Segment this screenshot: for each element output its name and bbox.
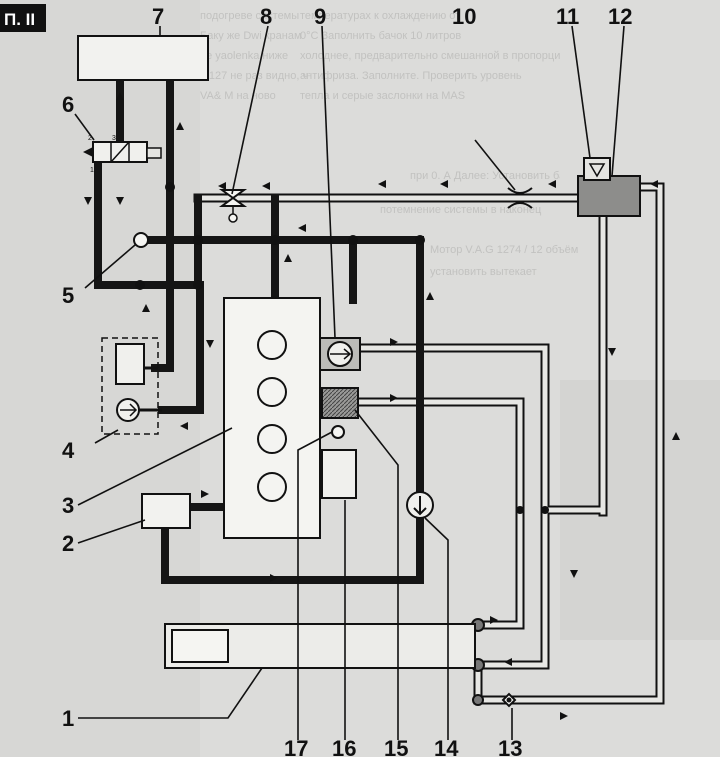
callout-1: 1 bbox=[62, 706, 74, 731]
expansion-tank bbox=[577, 157, 641, 217]
flow-arrow-icon bbox=[142, 304, 150, 312]
pump-direction-icon bbox=[413, 496, 427, 516]
callout-10: 10 bbox=[452, 4, 476, 29]
background-text-line: в 127 не раз видно, что bbox=[200, 70, 310, 82]
flow-arrow-icon bbox=[201, 490, 209, 498]
cylinder-2 bbox=[257, 377, 287, 407]
coolant-junction-valve bbox=[133, 232, 149, 248]
callout-5: 5 bbox=[62, 283, 74, 308]
flow-arrow-icon bbox=[490, 616, 498, 624]
figure-label-box bbox=[0, 4, 46, 32]
flow-arrow-icon bbox=[672, 432, 680, 440]
flow-arrow-icon bbox=[426, 292, 434, 300]
flow-arrow-icon bbox=[378, 180, 386, 188]
background-text-line: антифриза. Заполните. Проверить уровень bbox=[300, 70, 522, 82]
callout-17: 17 bbox=[284, 736, 308, 757]
cylinder-3 bbox=[257, 424, 287, 454]
flow-arrow-icon bbox=[390, 394, 398, 402]
figure-label: П. II bbox=[4, 10, 35, 29]
callout-8: 8 bbox=[260, 4, 272, 29]
callout-13: 13 bbox=[498, 736, 522, 757]
radiator bbox=[164, 623, 476, 669]
auxiliary-pump-group bbox=[101, 337, 162, 435]
callout-2: 2 bbox=[62, 531, 74, 556]
background-text-line: VA& M на ново bbox=[200, 90, 276, 102]
background-text-line: Мотор V.A.G 1274 / 12 объём bbox=[430, 244, 579, 256]
flow-arrow-icon bbox=[570, 570, 578, 578]
background-text-line: тепла и серые заслонки на MAS bbox=[300, 90, 466, 102]
flow-arrow-icon bbox=[548, 180, 556, 188]
flow-arrow-icon bbox=[270, 574, 278, 582]
flow-arrow-icon bbox=[206, 340, 214, 348]
valve-port-1: 1 bbox=[90, 167, 94, 174]
background-text-line: 0°C Заполнить бачок 10 литров bbox=[300, 30, 462, 42]
leader-lines bbox=[74, 25, 625, 740]
flow-arrow-icon bbox=[298, 224, 306, 232]
flow-arrow-icon bbox=[116, 197, 124, 205]
flow-arrow-icon bbox=[390, 338, 398, 346]
hose-junction-dots bbox=[135, 182, 549, 514]
cylinder-4 bbox=[257, 472, 287, 502]
water-pump bbox=[406, 491, 434, 519]
restrictor-icon bbox=[507, 187, 533, 209]
valve-port-3: 3 bbox=[112, 135, 116, 142]
callout-9: 9 bbox=[314, 4, 326, 29]
temperature-sensor bbox=[331, 425, 345, 439]
background-text-line: подогреве системы bbox=[200, 10, 300, 22]
flow-arrow-icon bbox=[560, 712, 568, 720]
flow-arrow-icon bbox=[608, 348, 616, 356]
heater-core bbox=[77, 35, 209, 81]
thermostat-housing bbox=[319, 337, 361, 499]
flow-arrow-icon bbox=[262, 182, 270, 190]
check-valve bbox=[501, 692, 517, 708]
oil-cooler bbox=[321, 449, 357, 499]
callout-3: 3 bbox=[62, 493, 74, 518]
flow-arrow-icon bbox=[116, 92, 124, 100]
cylinder-1 bbox=[257, 330, 287, 360]
bleed-valve bbox=[218, 189, 248, 223]
flow-arrow-icon bbox=[650, 180, 658, 188]
callout-4: 4 bbox=[62, 438, 75, 463]
engine-block bbox=[223, 297, 321, 539]
tank-cap-icon bbox=[588, 163, 606, 178]
background-text-line: установить вытекает bbox=[430, 266, 537, 278]
flow-arrow-icon bbox=[284, 254, 292, 262]
background-text-line: потемнение системы в наконец bbox=[380, 204, 542, 216]
background-text-line: холоднее, предварительно смешанной в про… bbox=[300, 50, 560, 62]
flow-arrow-icon bbox=[84, 197, 92, 205]
pump-arrow-icon bbox=[120, 403, 138, 417]
flow-arrow-icon bbox=[176, 122, 184, 130]
background-text-line: ne yaolenka ниже bbox=[200, 50, 289, 62]
callout-7: 7 bbox=[152, 4, 164, 29]
background-text-line: температурах к охлаждению от bbox=[300, 10, 461, 22]
callout-12: 12 bbox=[608, 4, 632, 29]
coolant-heater-module bbox=[141, 493, 191, 529]
callout-11: 11 bbox=[556, 4, 579, 29]
background-text-line: Баку же Dwi кранам bbox=[200, 30, 302, 42]
callout-15: 15 bbox=[384, 736, 408, 757]
callout-6: 6 bbox=[62, 92, 74, 117]
flow-arrows bbox=[84, 92, 680, 720]
callout-14: 14 bbox=[434, 736, 459, 757]
flow-arrow-icon bbox=[440, 180, 448, 188]
background-text-line: при 0. А Далее: Установить бачок bbox=[410, 170, 560, 182]
flow-arrow-icon bbox=[180, 422, 188, 430]
valve-port-2: 2 bbox=[88, 135, 92, 142]
heater-control-valve: 2 3 1 bbox=[83, 135, 162, 174]
callout-16: 16 bbox=[332, 736, 356, 757]
flow-arrow-icon bbox=[504, 658, 512, 666]
flow-arrow-icon bbox=[218, 182, 226, 190]
